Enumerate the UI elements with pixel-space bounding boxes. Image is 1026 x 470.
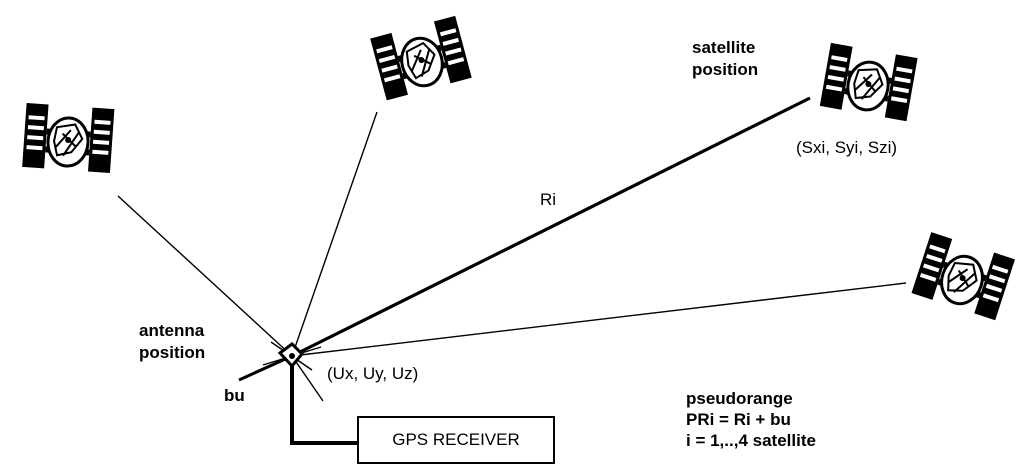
signal-line-2 bbox=[291, 111, 378, 357]
satellite-icon bbox=[20, 101, 116, 175]
satellite-coordinates-label: (Sxi, Syi, Szi) bbox=[796, 138, 898, 157]
pseudorange-equation: pseudorange PRi = Ri + bu i = 1,..,4 sat… bbox=[686, 389, 816, 450]
signal-line-ri bbox=[291, 96, 811, 358]
satellite-icon bbox=[910, 230, 1017, 322]
antenna-icon bbox=[277, 342, 305, 369]
signal-line-4 bbox=[291, 282, 907, 357]
satellite-icon bbox=[818, 41, 920, 123]
receiver-cable bbox=[290, 366, 357, 445]
antenna-coordinates-label: (Ux, Uy, Uz) bbox=[327, 364, 419, 383]
satellite-position-label: satellite position bbox=[692, 38, 759, 79]
range-label: Ri bbox=[540, 190, 557, 209]
clock-bias-label: bu bbox=[224, 386, 245, 405]
signal-line-1 bbox=[117, 195, 293, 357]
satellite-icon bbox=[368, 14, 474, 102]
gps-receiver-box: GPS RECEIVER bbox=[357, 416, 555, 464]
antenna-position-label: antenna position bbox=[139, 321, 206, 362]
